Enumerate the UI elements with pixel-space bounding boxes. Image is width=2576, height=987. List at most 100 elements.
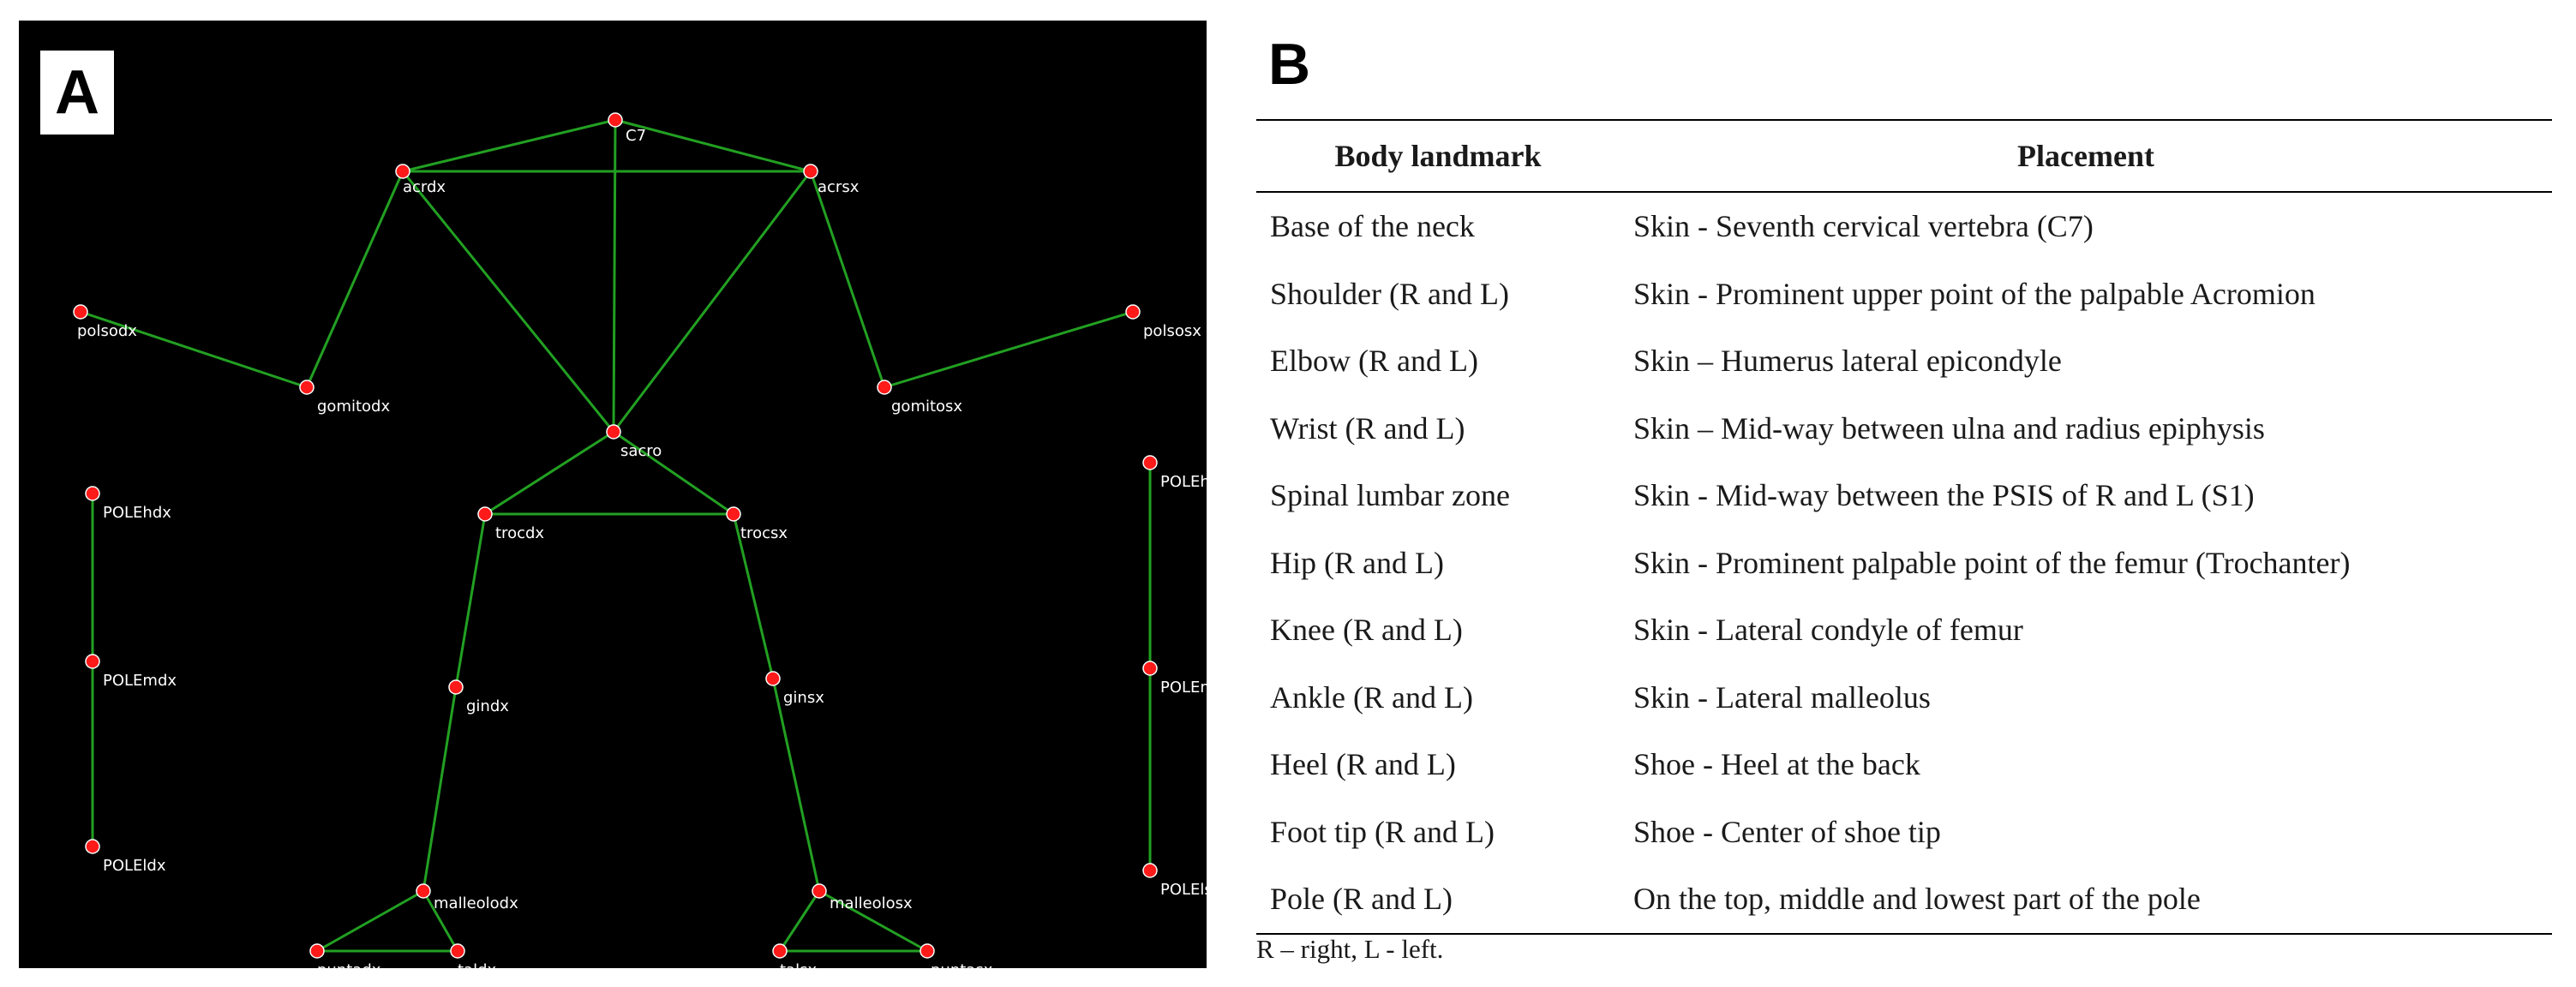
body-landmark-cell: Pole (R and L)	[1256, 865, 1620, 935]
marker-label-trocdx: trocdx	[495, 524, 544, 542]
segment-ginsx-malleolosx	[771, 678, 821, 892]
skeleton-svg: C7 acrdx acrsx polsodx gomitodx sacro gomitosx…	[73, 112, 1207, 968]
segment-C7-acrdx	[402, 118, 616, 173]
table-row: Foot tip (R and L) Shoe - Center of shoe …	[1256, 799, 2552, 866]
marker-label-POLElsx: POLElsx	[1160, 881, 1207, 899]
marker-POLEmsx	[1142, 661, 1158, 676]
landmark-table: Body landmark Placement Base of the neck…	[1256, 119, 2552, 935]
segment-gomitodx-polsodx	[80, 310, 308, 389]
table-row: Pole (R and L)On the top, middle and low…	[1256, 865, 2552, 935]
marker-label-gomitodx: gomitodx	[317, 398, 390, 416]
marker-acrsx	[803, 164, 818, 179]
body-landmark-cell: Hip (R and L)	[1270, 545, 1444, 580]
marker-label-polsodx: polsodx	[77, 322, 137, 340]
body-landmark-cell: Shoulder (R and L)	[1270, 276, 1509, 311]
header-placement: Placement	[1620, 119, 2552, 193]
marker-label-POLEmsx: POLEmsx	[1160, 679, 1207, 697]
marker-ginsx	[765, 671, 781, 686]
skeleton-marker-diagram: C7 acrdx acrsx polsodx gomitodx sacro gomitosx…	[19, 21, 1207, 968]
marker-puntasx	[920, 943, 935, 959]
marker-gindx	[448, 679, 464, 695]
marker-malleolodx	[416, 883, 431, 899]
marker-trocdx	[477, 506, 493, 522]
panel-label-a: A	[40, 51, 114, 135]
segment-malleolosx-puntasx	[818, 889, 928, 953]
body-landmark-cell: Spinal lumbar zone	[1270, 478, 1510, 513]
table-row: Base of the neck Skin - Seventh cervical …	[1256, 192, 2552, 260]
placement-cell: Skin – Mid-way between ulna and radius e…	[1633, 410, 2265, 446]
segment-trocdx-gindx	[454, 513, 487, 688]
marker-label-POLEhdx: POLEhdx	[103, 504, 171, 522]
table-row: Shoulder (R and L) Skin - Prominent upper…	[1256, 260, 2552, 328]
marker-label-POLEmdx: POLEmdx	[103, 672, 177, 690]
marker-gomitodx	[299, 380, 315, 395]
table-row: Wrist (R and L) Skin – Mid-way between ul…	[1256, 395, 2552, 463]
marker-sacro	[606, 424, 621, 440]
marker-POLEhdx	[85, 486, 100, 501]
placement-cell: Skin - Lateral condyle of femur	[1633, 613, 2023, 648]
panel-label-b: B	[1268, 32, 1311, 97]
placement-cell: Skin – Humerus lateral epicondyle	[1633, 344, 2062, 379]
marker-label-gomitosx: gomitosx	[891, 398, 962, 416]
table-row: Spinal lumbar zone Skin - Mid-way between…	[1256, 462, 2552, 529]
segment-C7-acrsx	[614, 118, 812, 173]
placement-cell: On the top, middle and lowest part of th…	[1620, 865, 2552, 935]
marker-label-C7: C7	[626, 127, 646, 145]
marker-acrdx	[395, 164, 410, 179]
table-body: Base of the neck Skin - Seventh cervical …	[1256, 192, 2552, 935]
marker-polsosx	[1125, 304, 1141, 320]
body-landmark-cell: Foot tip (R and L)	[1270, 814, 1495, 849]
placement-cell: Skin - Seventh cervical vertebra (C7)	[1633, 209, 2094, 244]
segment-gindx-malleolodx	[422, 686, 458, 892]
table-row: Ankle (R and L) Skin - Lateral malleolus	[1256, 664, 2552, 732]
placement-cell: Skin - Prominent upper point of the palp…	[1633, 276, 2315, 311]
marker-taldx	[450, 943, 465, 959]
placement-cell: Skin - Prominent palpable point of the f…	[1633, 545, 2351, 580]
marker-label-polsosx: polsosx	[1143, 322, 1201, 340]
body-landmark-cell: Wrist (R and L)	[1270, 410, 1465, 446]
marker-POLEhsx	[1142, 455, 1158, 470]
marker-POLEldx	[85, 839, 100, 854]
segment-sacro-trocdx	[484, 430, 614, 516]
marker-trocsx	[726, 506, 741, 522]
placement-cell: Shoe - Center of shoe tip	[1633, 814, 1941, 849]
table-row: Hip (R and L) Skin - Prominent palpable p…	[1256, 529, 2552, 597]
segment-acrdx-sacro	[401, 170, 615, 433]
placement-cell: Skin - Mid-way between the PSIS of R and…	[1633, 478, 2255, 513]
marker-gomitosx	[877, 380, 892, 395]
body-landmark-cell: Knee (R and L)	[1270, 613, 1463, 648]
marker-label-talsx: talsx	[780, 961, 817, 968]
header-body-landmark: Body landmark	[1256, 119, 1620, 193]
segment-sacro-trocsx	[613, 430, 734, 516]
placement-cell: Shoe - Heel at the back	[1633, 747, 1920, 782]
marker-label-ginsx: ginsx	[783, 689, 824, 707]
segment-acrdx-gomitodx	[305, 170, 404, 388]
marker-POLElsx	[1142, 863, 1158, 878]
marker-label-POLEldx: POLEldx	[103, 857, 166, 875]
marker-label-malleolosx: malleolosx	[830, 894, 913, 912]
table-row: Elbow (R and L)Skin – Humerus lateral ep…	[1256, 327, 2552, 395]
segment-gomitosx-polsosx	[884, 310, 1134, 389]
marker-label-acrdx: acrdx	[403, 178, 446, 196]
marker-label-puntasx: puntasx	[931, 961, 993, 968]
segment-malleolodx-puntadx	[316, 889, 424, 953]
landmark-table-panel: B Body landmark Placement Base of the ne…	[1251, 0, 2576, 987]
marker-label-gindx: gindx	[466, 697, 509, 715]
marker-label-POLEhsx: POLEhsx	[1160, 473, 1207, 491]
marker-label-malleolodx: malleolodx	[434, 894, 518, 912]
segment-acrsx-sacro	[612, 170, 812, 433]
marker-polsodx	[73, 304, 88, 320]
body-landmark-cell: Base of the neck	[1270, 209, 1475, 244]
body-landmark-cell: Ankle (R and L)	[1270, 679, 1473, 715]
table-row: Knee (R and L) Skin - Lateral condyle of …	[1256, 596, 2552, 664]
table-footnote: R – right, L - left.	[1256, 934, 1444, 964]
marker-label-sacro: sacro	[620, 442, 662, 460]
marker-puntadx	[309, 943, 325, 959]
marker-label-puntadx: puntadx	[317, 961, 381, 968]
segment-acrsx-gomitosx	[809, 170, 886, 388]
marker-malleolosx	[812, 883, 827, 899]
marker-label-acrsx: acrsx	[818, 178, 860, 196]
segment-C7-sacro	[612, 119, 617, 433]
placement-cell: Skin - Lateral malleolus	[1633, 679, 1931, 715]
segment-malleolosx-talsx	[778, 890, 821, 952]
